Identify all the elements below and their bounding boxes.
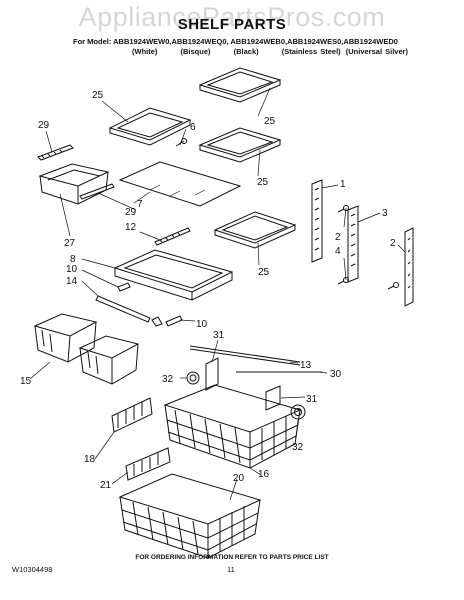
shelf-8 — [113, 249, 234, 301]
drawer-rail-29-left — [37, 144, 74, 161]
callout-31-b: 31 — [306, 394, 318, 405]
callout-29-a: 29 — [38, 120, 50, 131]
callout-2-b: 2 — [390, 238, 396, 249]
callout-32-b: 32 — [292, 442, 304, 453]
callout-10-a: 10 — [66, 264, 78, 275]
page-title: SHELF PARTS — [177, 16, 287, 33]
callout-10-b: 10 — [196, 319, 208, 330]
shelf-support-2 — [404, 227, 414, 307]
shelf-frame-25-a — [108, 107, 192, 146]
freezer-basket-20 — [118, 473, 262, 559]
screw-4-a — [337, 205, 349, 213]
basket-rod-13 — [189, 345, 301, 366]
color-black: (Black) — [233, 47, 259, 56]
basket-divider-18 — [111, 397, 153, 433]
shelf-frame-25-d — [213, 211, 297, 249]
color-bisque: (Bisque) — [180, 47, 211, 56]
page-number: 11 — [227, 565, 235, 574]
callout-8: 8 — [70, 254, 76, 265]
callout-13: 13 — [300, 360, 312, 371]
color-stainless: (Stainless Steel) — [281, 47, 341, 56]
color-silver: (Universal Silver) — [345, 47, 409, 56]
watermark: AppliancePartsPros.com — [78, 2, 386, 32]
shelf-trim-10-b — [165, 315, 183, 327]
model-list: For Model: ABB1924WEW0,ABB1924WEQ0, ABB1… — [73, 37, 398, 46]
crisper-drawer-27 — [38, 163, 110, 205]
document-id: W10304498 — [12, 565, 53, 574]
shelf-rail-14 — [95, 295, 163, 327]
shelf-support-3 — [347, 205, 359, 283]
ordering-info: FOR ORDERING INFORMATION REFER TO PARTS … — [135, 554, 329, 561]
callout-6: 6 — [190, 122, 196, 133]
glass-shelf-7 — [118, 161, 242, 207]
callout-32-a: 32 — [162, 374, 174, 385]
basket-bracket-31-b — [265, 385, 281, 411]
callout-27: 27 — [64, 238, 76, 249]
shelf-trim-10-a — [117, 282, 131, 292]
callout-20: 20 — [233, 473, 245, 484]
pivot-32-a — [186, 371, 200, 385]
shelf-frame-25-c — [198, 127, 282, 163]
callout-15: 15 — [20, 376, 32, 387]
color-list: (White) (Bisque) (Black) (Stainless Stee… — [132, 47, 428, 56]
crisper-drawer-15-b — [78, 335, 140, 385]
callout-21: 21 — [100, 480, 112, 491]
callout-25-d: 25 — [258, 267, 270, 278]
shelf-rail-12 — [154, 227, 191, 246]
drawer-rail-29-right — [79, 183, 115, 200]
callout-25-a: 25 — [92, 90, 104, 101]
callout-14: 14 — [66, 276, 78, 287]
callout-4: 4 — [335, 246, 341, 257]
callout-30: 30 — [330, 369, 342, 380]
callout-25-c: 25 — [257, 177, 269, 188]
basket-divider-21 — [125, 447, 171, 481]
callout-12: 12 — [125, 222, 137, 233]
pivot-32-b — [290, 404, 306, 420]
callout-7: 7 — [137, 199, 143, 210]
callout-31-a: 31 — [213, 330, 225, 341]
shelf-frame-25-b — [198, 67, 282, 103]
screw-4-c — [387, 282, 399, 290]
callout-18: 18 — [84, 454, 96, 465]
color-white: (White) — [132, 47, 158, 56]
callout-2-a: 2 — [335, 232, 341, 243]
callout-25-b: 25 — [264, 116, 276, 127]
screw-4-b — [337, 277, 349, 285]
shelf-support-1 — [311, 179, 323, 263]
crisper-drawer-15-a — [33, 313, 98, 363]
callout-16: 16 — [258, 469, 270, 480]
callout-1: 1 — [340, 179, 346, 190]
basket-bracket-31-a — [205, 357, 219, 391]
callout-29-b: 29 — [125, 207, 137, 218]
callout-3: 3 — [382, 208, 388, 219]
